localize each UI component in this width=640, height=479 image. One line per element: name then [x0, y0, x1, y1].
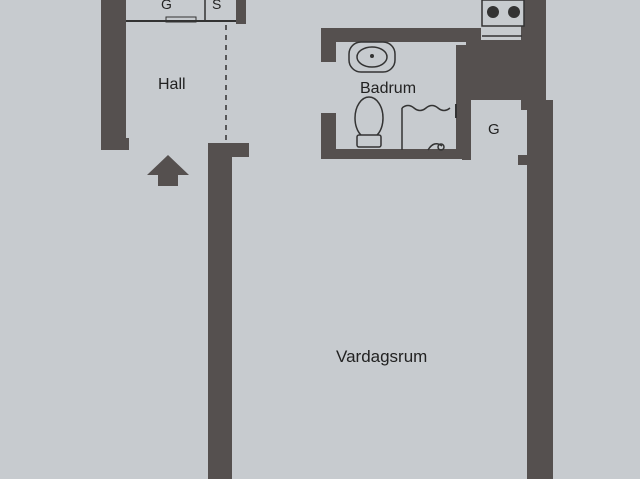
hall-wall-right-top	[236, 0, 246, 24]
hall-wall-left	[101, 0, 126, 150]
wardrobe-label-hall: G	[161, 0, 172, 12]
wall-g-stub	[518, 155, 530, 165]
bathroom-label: Badrum	[360, 80, 417, 97]
bathroom-wall-bottom	[321, 149, 465, 159]
long-wall-left	[208, 143, 232, 479]
hall-label: Hall	[158, 76, 186, 93]
bathroom-wall-left-lower	[321, 113, 336, 153]
entrance-arrow-icon	[147, 155, 189, 186]
wall-g-left	[462, 100, 471, 160]
wardrobe-door-detail	[165, 16, 197, 23]
stove-icon	[481, 0, 525, 37]
bathroom-wall-top	[321, 28, 481, 42]
hall-wall-bottom-left	[101, 138, 129, 150]
sink-icon	[348, 41, 396, 73]
wardrobe-label-kitchen: G	[488, 121, 500, 138]
storage-label: S	[212, 0, 222, 12]
living-room-label: Vardagsrum	[336, 347, 428, 366]
wall-right-top	[521, 0, 546, 110]
shower-curtain-icon	[401, 104, 457, 151]
toilet-icon	[354, 96, 384, 148]
wall-right	[527, 100, 553, 479]
